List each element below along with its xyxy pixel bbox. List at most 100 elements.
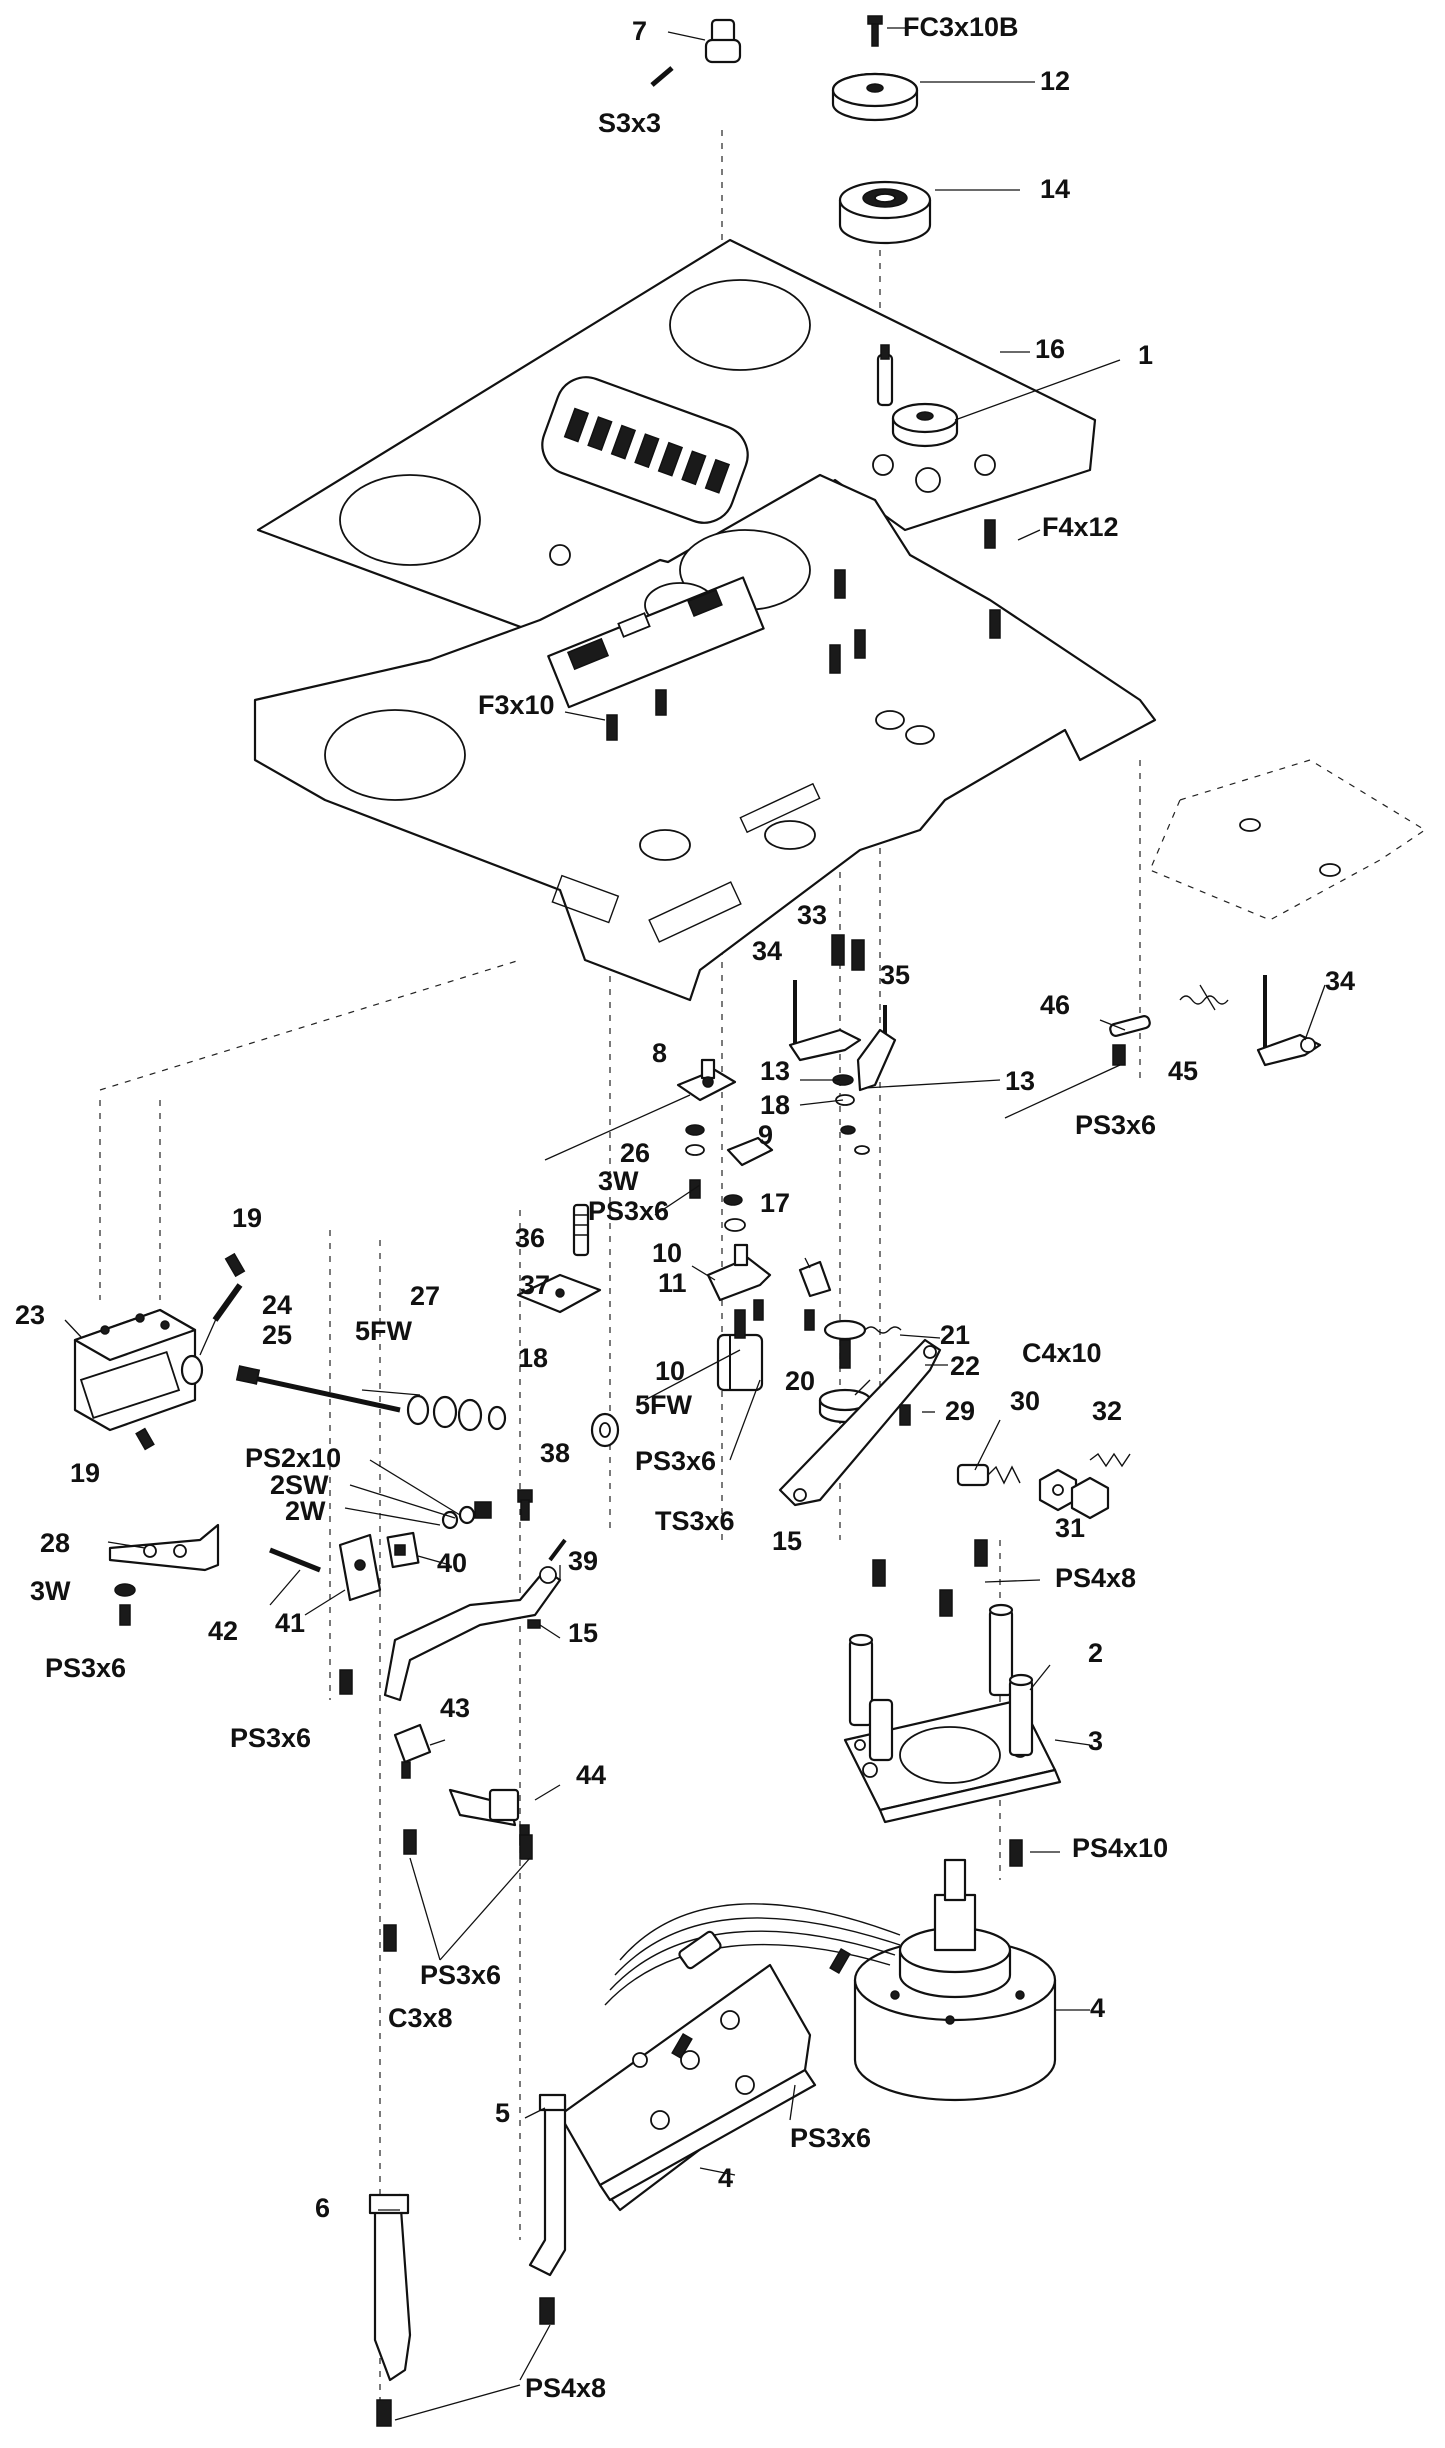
label-part-18-b: 18 [518, 1343, 549, 1373]
knob-7 [704, 18, 742, 64]
screws-ps4x8-top [872, 1539, 988, 1617]
head-block [547, 576, 765, 709]
label-part-30: 30 [1010, 1386, 1041, 1416]
label-part-27: 27 [410, 1281, 441, 1311]
screw-s3x3 [650, 66, 674, 87]
bracket-6 [368, 2193, 412, 2382]
label-screw-ps3x6-center: PS3x6 [635, 1446, 717, 1476]
label-part-38: 38 [540, 1438, 571, 1468]
screws-c3x8 [383, 1829, 533, 1952]
plate-37 [516, 1273, 602, 1314]
label-part-42: 42 [208, 1616, 239, 1646]
bracket-35 [856, 1005, 897, 1092]
lever-34-right [1256, 975, 1322, 1067]
main-motor-4 [853, 1858, 1057, 2102]
label-screw-ts3x6: TS3x6 [655, 1506, 735, 1536]
label-part-10-a: 10 [652, 1238, 683, 1268]
label-part-11: 11 [658, 1268, 687, 1298]
label-screw-ps3x6-bottom-right: PS3x6 [790, 2123, 872, 2153]
label-screw-f4x12: F4x12 [1042, 512, 1119, 542]
label-part-37: 37 [520, 1270, 551, 1300]
arm-22 [778, 1326, 942, 1507]
label-part-9: 9 [758, 1120, 774, 1150]
label-part-4-motor: 4 [1090, 1993, 1106, 2023]
label-part-16: 16 [1035, 334, 1066, 364]
bracket-28 [108, 1523, 220, 1572]
washer-5fw [590, 1412, 620, 1448]
label-part-7: 7 [632, 16, 648, 46]
screw-fc3x10b [867, 15, 883, 47]
label-part-1: 1 [1138, 340, 1154, 370]
plunger-rod-25 [235, 1365, 401, 1413]
screw-38 [517, 1489, 533, 1521]
post-36 [572, 1203, 590, 1257]
screw-19 [135, 1252, 246, 1451]
clip-17 [798, 1260, 832, 1298]
label-part-13-a: 13 [760, 1056, 791, 1086]
right-sub-plate [1149, 759, 1427, 921]
plate-screws [606, 519, 1001, 741]
label-part-14: 14 [1040, 174, 1071, 204]
label-part-20: 20 [785, 1366, 816, 1396]
label-part-18-a: 18 [760, 1090, 791, 1120]
label-part-46: 46 [1040, 990, 1071, 1020]
pulley-21 [823, 1319, 867, 1369]
label-part-33: 33 [797, 900, 828, 930]
spring-30 [956, 1463, 1021, 1487]
label-screw-ps4x10: PS4x10 [1072, 1833, 1169, 1863]
lever-34-left [788, 980, 862, 1062]
label-part-24: 24 [262, 1290, 293, 1320]
label-part-15-b: 15 [568, 1618, 599, 1648]
label-part-36: 36 [515, 1223, 546, 1253]
spring-32 [1089, 1452, 1131, 1468]
block-40 [386, 1531, 420, 1569]
control-board-4 [558, 1930, 817, 2212]
label-part-5: 5 [495, 2098, 511, 2128]
label-part-10-b: 10 [655, 1356, 686, 1386]
label-part-34-left: 34 [752, 936, 783, 966]
bracket-41 [338, 1533, 382, 1602]
label-screw-ps4x8-bottom: PS4x8 [525, 2373, 607, 2403]
label-part-21: 21 [940, 1320, 971, 1350]
label-washer-3w-left: 3W [30, 1576, 71, 1606]
washers-27 [406, 1394, 507, 1432]
label-part-6: 6 [315, 2193, 331, 2223]
label-screw-ps3x6-right: PS3x6 [1075, 1110, 1157, 1140]
label-part-31: 31 [1055, 1513, 1086, 1543]
label-part-34-right: 34 [1325, 966, 1356, 996]
label-part-28: 28 [40, 1528, 71, 1558]
label-screw-ps3x6-mid: PS3x6 [588, 1196, 670, 1226]
nuts-31 [1038, 1468, 1110, 1520]
label-screw-c3x8: C3x8 [388, 2003, 453, 2033]
label-part-29: 29 [945, 1396, 976, 1426]
label-part-22: 22 [950, 1351, 981, 1381]
label-part-2: 2 [1088, 1638, 1104, 1668]
label-part-17: 17 [760, 1188, 791, 1218]
label-washer-3w-top: 3W [598, 1166, 639, 1196]
screw-33 [831, 934, 865, 971]
label-part-19-a: 19 [232, 1203, 263, 1233]
switch-44 [448, 1788, 530, 1846]
bracket-8 [676, 1058, 737, 1102]
label-part-12: 12 [1040, 66, 1071, 96]
screw-ps4x10 [1009, 1839, 1023, 1867]
label-part-25: 25 [262, 1320, 293, 1350]
label-screw-s3x3: S3x3 [598, 108, 662, 138]
screw-3w-ps3x6-left [114, 1583, 136, 1626]
label-part-40: 40 [437, 1548, 468, 1578]
label-screw-ps3x6-lower-left: PS3x6 [230, 1723, 312, 1753]
label-part-26: 26 [620, 1138, 651, 1168]
rod-24 [212, 1283, 243, 1322]
screw-ps3x6-lower-left [339, 1669, 353, 1695]
washer-stack [685, 1124, 746, 1232]
cap-12 [831, 72, 919, 122]
bracket-5 [528, 2093, 567, 2277]
label-washer-2sw: 2SW [270, 1470, 329, 1500]
screw-29 [899, 1404, 911, 1426]
label-part-15-a: 15 [772, 1526, 803, 1556]
small-screws-17 [753, 1299, 815, 1331]
label-part-19-b: 19 [70, 1458, 101, 1488]
capstan-pin [876, 344, 894, 407]
label-part-23: 23 [15, 1300, 46, 1330]
